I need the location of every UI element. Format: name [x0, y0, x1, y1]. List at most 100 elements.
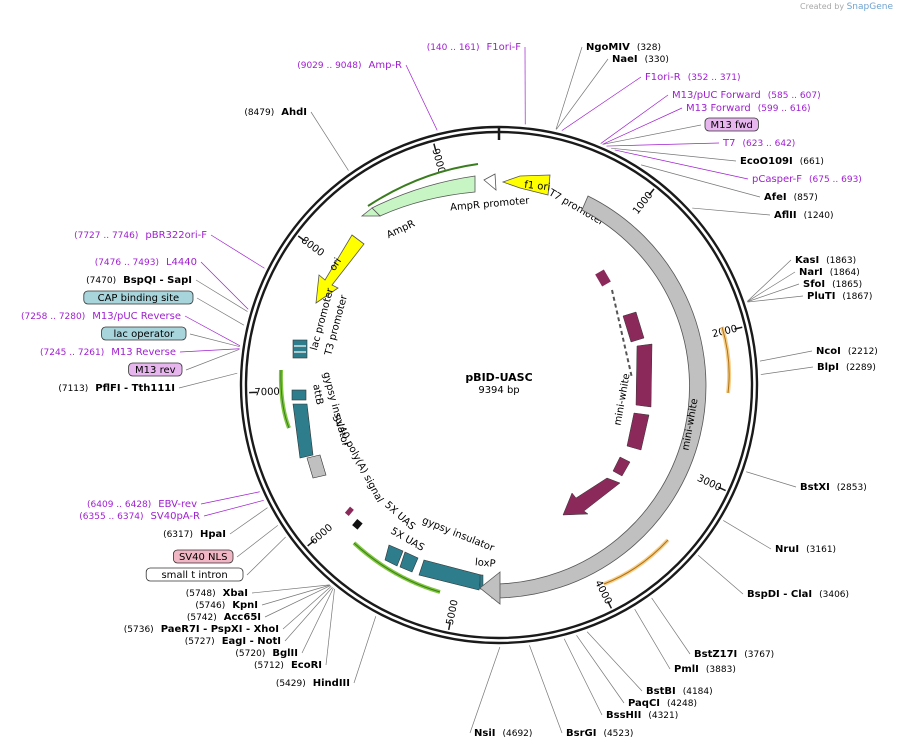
- label-pflfi-tth111i[interactable]: (7113)PflFI - Tth111I: [58, 383, 175, 394]
- label-m13-puc-reverse-text: (7258 .. 7280)M13/pUC Reverse: [21, 311, 181, 322]
- label-cap-binding-site[interactable]: CAP binding site: [83, 290, 194, 305]
- label-ecori[interactable]: (5712)EcoRI: [254, 660, 322, 671]
- label-ngomiv-text: NgoMIV(328): [586, 42, 661, 53]
- label-bspdi-clai[interactable]: BspDI - ClaI(3406): [747, 589, 849, 600]
- label-lac-operator[interactable]: lac operator: [101, 326, 187, 341]
- label-acc65i[interactable]: (5742)Acc65I: [187, 612, 261, 623]
- attb-box[interactable]: [291, 389, 307, 401]
- label-xbai-text: (5748)XbaI: [186, 588, 248, 599]
- label-eagi-noti[interactable]: (5727)EagI - NotI: [185, 636, 281, 647]
- label-ahdi-name: AhdI: [281, 107, 307, 118]
- label-sv40-nls[interactable]: SV40 NLS: [172, 549, 234, 564]
- small-t-intron-marker[interactable]: [352, 519, 363, 530]
- uas-2-box[interactable]: [399, 551, 419, 573]
- lac-promoter-box[interactable]: [292, 339, 308, 359]
- label-bsrgi[interactable]: BsrGI(4523): [566, 728, 633, 739]
- label-sfoi[interactable]: SfoI(1865): [803, 279, 862, 290]
- label-m13-puc-forward[interactable]: M13/pUC Forward(585 .. 607): [672, 90, 821, 101]
- f1-ori-arrow[interactable]: [501, 174, 551, 196]
- ampr-arrowhead: [360, 207, 381, 217]
- label-lac-operator-box: [101, 326, 187, 341]
- label-bstbi-text: BstBI(4184): [646, 686, 713, 697]
- label-blpi[interactable]: BlpI(2289): [817, 362, 876, 373]
- label-f1ori-r[interactable]: F1ori-R(352 .. 371): [645, 72, 741, 83]
- label-ebv-rev[interactable]: (6409 .. 6428)EBV-rev: [87, 499, 197, 510]
- mini-white-exon-5[interactable]: [612, 456, 631, 477]
- label-naei-position: (330): [645, 55, 669, 65]
- gypsy-insulator-2-box[interactable]: [418, 559, 482, 591]
- mini-white-exon-3[interactable]: [635, 343, 653, 408]
- label-kasi-position: (1863): [826, 256, 856, 266]
- label-m13-fwd[interactable]: M13 fwd: [704, 117, 759, 132]
- label-m13-puc-forward-text: M13/pUC Forward(585 .. 607): [672, 90, 821, 101]
- sv40-polya-box[interactable]: [306, 454, 327, 479]
- mini-white-exon-6-arrow[interactable]: [562, 477, 621, 516]
- label-pbr322ori-f-leader: [210, 234, 265, 269]
- label-paer7i-pspxi-xhoi[interactable]: (5736)PaeR7I - PspXI - XhoI: [124, 624, 279, 635]
- label-bstz17i[interactable]: BstZ17I(3767): [694, 649, 774, 660]
- ori-arrow[interactable]: [315, 234, 365, 304]
- label-xbai[interactable]: (5748)XbaI: [186, 588, 248, 599]
- label-t7[interactable]: T7(623 .. 642): [722, 138, 795, 149]
- label-bspqi-sapi[interactable]: (7470)BspQI - SapI: [86, 275, 192, 286]
- label-kasi[interactable]: KasI(1863): [795, 255, 856, 266]
- label-paer7i-pspxi-xhoi-position: (5736): [124, 625, 154, 635]
- label-paqci[interactable]: PaqCI(4248): [628, 698, 697, 709]
- label-ncoi-leader: [759, 350, 813, 362]
- label-pcasper-f[interactable]: pCasper-F(675 .. 693): [752, 174, 862, 185]
- label-afei[interactable]: AfeI(857): [764, 192, 818, 203]
- label-bsshii[interactable]: BssHII(4321): [606, 710, 678, 721]
- mini-white-exon-2[interactable]: [622, 311, 645, 343]
- label-bglii-text: (5720)BglII: [235, 648, 298, 659]
- label-f1ori-f-position: (140 .. 161): [427, 43, 480, 53]
- tick-label-6000: 6000: [308, 522, 335, 547]
- label-pmli[interactable]: PmlI(3883): [674, 664, 736, 675]
- label-m13-puc-reverse-position: (7258 .. 7280): [21, 312, 85, 322]
- label-ahdi-position: (8479): [244, 108, 274, 118]
- label-pluti[interactable]: PluTI(1867): [807, 291, 872, 302]
- label-sv40pa-r[interactable]: (6355 .. 6374)SV40pA-R: [79, 511, 200, 522]
- label-ngomiv[interactable]: NgoMIV(328): [586, 42, 661, 53]
- label-f1ori-f[interactable]: (140 .. 161)F1ori-F: [427, 42, 522, 53]
- label-ncoi[interactable]: NcoI(2212): [816, 346, 878, 357]
- label-bstbi[interactable]: BstBI(4184): [646, 686, 713, 697]
- label-pbr322ori-f[interactable]: (7727 .. 7746)pBR322ori-F: [74, 230, 207, 241]
- label-bspdi-clai-position: (3406): [819, 590, 849, 600]
- label-nari[interactable]: NarI(1864): [799, 267, 860, 278]
- label-bstxi[interactable]: BstXI(2853): [800, 482, 867, 493]
- label-m13-reverse[interactable]: (7245 .. 7261)M13 Reverse: [40, 347, 176, 358]
- label-ecori-position: (5712): [254, 661, 284, 671]
- label-ahdi[interactable]: (8479) AhdI: [244, 107, 307, 118]
- uas-1-box[interactable]: [384, 544, 404, 567]
- mini-white-exon-4[interactable]: [626, 412, 650, 451]
- label-f1ori-r-leader: [561, 76, 642, 131]
- label-nsii[interactable]: NsiI(4692): [474, 728, 532, 739]
- label-m13-forward[interactable]: M13 Forward(599 .. 616): [686, 103, 811, 114]
- label-cap-binding-site-leader: [196, 297, 245, 326]
- label-m13-puc-reverse[interactable]: (7258 .. 7280)M13/pUC Reverse: [21, 311, 181, 322]
- label-hindiii-text: (5429)HindIII: [276, 678, 350, 689]
- label-amp-r[interactable]: (9029 .. 9048)Amp-R: [297, 60, 402, 71]
- label-m13-rev[interactable]: M13 rev: [128, 362, 183, 377]
- label-afei-leader: [640, 164, 761, 198]
- sv40-nls-marker[interactable]: [344, 506, 354, 516]
- label-nrui[interactable]: NruI(3161): [775, 544, 836, 555]
- label-afei-text: AfeI(857): [764, 192, 818, 203]
- label-naei[interactable]: NaeI(330): [612, 54, 669, 65]
- label-hindiii[interactable]: (5429)HindIII: [276, 678, 350, 689]
- mini-white-exon-1[interactable]: [595, 269, 611, 287]
- label-hindiii-name: HindIII: [313, 678, 350, 689]
- label-kpni[interactable]: (5746)KpnI: [195, 600, 258, 611]
- label-hpai[interactable]: (6317)HpaI: [163, 529, 226, 540]
- label-pmli-leader: [634, 608, 671, 670]
- label-l4440[interactable]: (7476 .. 7493)L4440: [95, 257, 197, 268]
- label-small-t-intron[interactable]: small t intron: [145, 567, 244, 582]
- gypsy-insulator-1-box[interactable]: [292, 403, 314, 459]
- label-pmli-position: (3883): [706, 665, 736, 675]
- mini-white-outer-arc[interactable]: [491, 195, 707, 599]
- ampr-promoter-arrow[interactable]: [483, 173, 497, 191]
- label-aflii[interactable]: AflII(1240): [774, 210, 834, 221]
- label-ecoo109i[interactable]: EcoO109I(661): [740, 156, 824, 167]
- label-bglii[interactable]: (5720)BglII: [235, 648, 298, 659]
- label-nari-text: NarI(1864): [799, 267, 860, 278]
